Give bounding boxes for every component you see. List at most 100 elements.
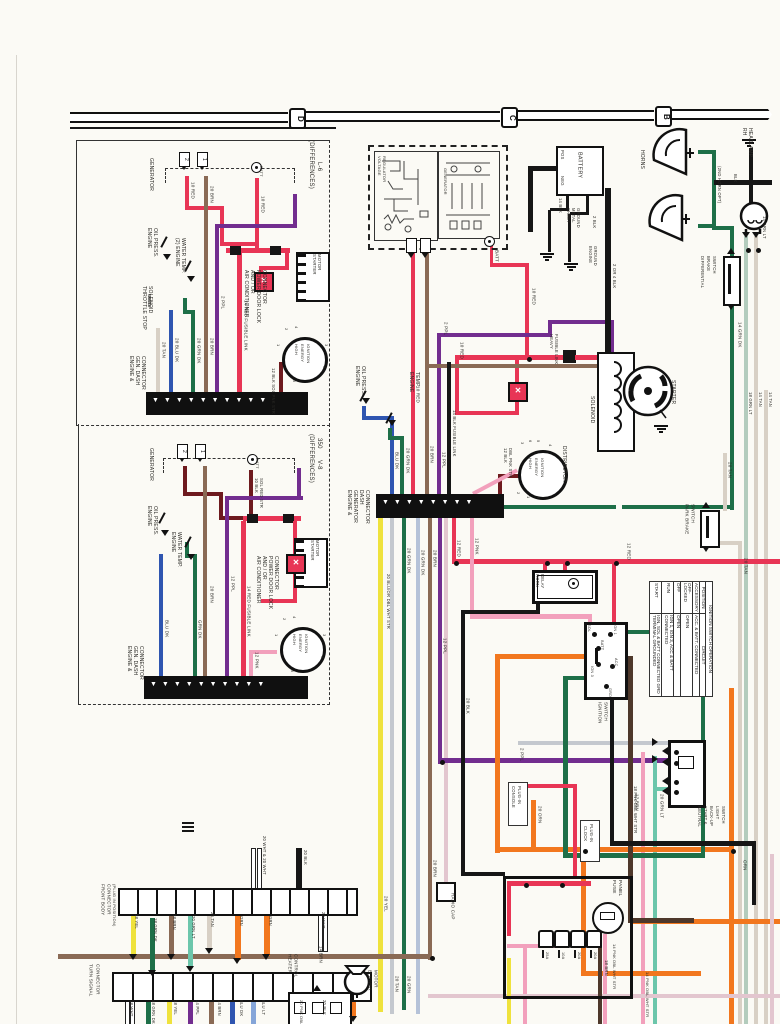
wire-gdk — [563, 676, 584, 680]
wire-blk — [270, 246, 281, 255]
regulator-schematic — [382, 160, 429, 233]
arrowhead-icon — [161, 530, 169, 536]
diagram-label: 20 TAN — [394, 976, 400, 993]
wire-red — [237, 253, 242, 394]
l6-dash-connector-bar: ▼▼▼▼▼▼▼▼▼▼ — [146, 392, 308, 415]
diagram-label: HIGH — [294, 344, 299, 355]
wire-brn — [58, 954, 432, 959]
wire-brn — [203, 466, 207, 680]
diagram-label: SWITCH — [603, 702, 609, 721]
solenoid-coil — [613, 361, 622, 433]
l6-dashed-bracket — [165, 168, 295, 183]
connector-pin: 2 — [179, 152, 190, 167]
arrowhead-icon — [148, 970, 156, 976]
diagram-label: 10 RED — [459, 342, 465, 359]
diagram-label: 3 — [324, 344, 329, 347]
diagram-label: ENERGY — [300, 344, 305, 363]
diagram-label: GENERATOR — [148, 448, 154, 482]
wire-ppl — [438, 514, 442, 764]
wire-red — [455, 355, 459, 415]
wire-ppl — [225, 496, 303, 500]
diagram-label: 5 — [292, 380, 297, 383]
wire-ppk — [770, 854, 774, 1024]
diagram-label: ENGINE — [408, 372, 414, 393]
headlamp-icon — [739, 201, 769, 234]
arrowhead-icon — [662, 758, 668, 766]
wire-dbr — [628, 918, 694, 923]
diagram-label: IGNITION — [306, 344, 311, 364]
diagram-label: 6 — [322, 366, 327, 369]
wire-red — [490, 245, 493, 267]
diagram-label: 2 PPL — [443, 322, 449, 336]
diagram-label: 14 TAN — [768, 392, 774, 408]
wire-red — [455, 411, 519, 415]
diagram-label: 14 RED FUSIBLE LINK — [246, 586, 252, 637]
diagram-label: PLUG-IN — [517, 786, 523, 805]
wire-gdk — [183, 310, 195, 314]
wire-wht — [251, 848, 256, 890]
wire-blk — [182, 822, 194, 824]
diagram-label: GROUND — [576, 208, 582, 228]
clock-receptacle-slot — [600, 912, 615, 920]
diagram-label: 12 PPL — [230, 576, 236, 592]
wire-glt — [744, 236, 748, 1024]
diagram-label: GENERATOR — [148, 158, 154, 192]
neutral-start-switch-inner — [678, 756, 694, 769]
ignition-table-title: IGNITION SWITCH OPERATION — [705, 581, 713, 697]
diagram-label: CONNECTOR — [273, 556, 279, 590]
diagram-label: SOLENOID — [147, 286, 153, 314]
arrowhead-icon — [662, 747, 668, 755]
diagram-label: L-6 — [316, 162, 322, 172]
diagram-label: RADIO CAP — [450, 893, 456, 920]
wire-brn — [204, 176, 208, 394]
wire-brn — [427, 364, 599, 368]
wire-orn — [264, 914, 270, 956]
wire-ppl — [215, 224, 219, 394]
wire-red — [518, 784, 575, 788]
wire-ppl — [438, 758, 668, 763]
wire-red — [185, 176, 189, 210]
wire-pnk — [470, 514, 474, 618]
wire-blk — [610, 692, 614, 843]
diagram-label: (2) ENGINE — [174, 238, 180, 267]
diagram-label: HIGH — [292, 634, 297, 645]
diagram-label: BATT — [255, 458, 260, 469]
arrowhead-icon — [742, 232, 750, 238]
wire-red — [575, 355, 599, 360]
diagram-label: GRN DK — [197, 620, 203, 639]
wire-blk — [749, 148, 753, 206]
wire-tea — [188, 916, 193, 968]
diagram-label: BACK-UP — [709, 806, 715, 827]
diagram-label: SHEET — [566, 208, 572, 223]
horn-relay-coil — [568, 578, 579, 589]
arrowhead-icon — [388, 420, 396, 426]
arrowhead-icon — [205, 948, 213, 954]
junction-dot — [596, 662, 601, 667]
zone-tab-b: B — [655, 106, 672, 127]
diagram-label: ENGINE — [146, 506, 152, 527]
diagram-label: 20 GRN DK — [420, 550, 426, 576]
wire-blu — [390, 416, 394, 497]
diagram-label: AIR CONDITIONER — [243, 270, 249, 318]
wire-brn — [425, 248, 429, 497]
wire-gdk — [193, 554, 197, 680]
wire-drd — [183, 466, 187, 496]
wire-blk — [568, 214, 571, 262]
wire-drd — [219, 492, 223, 520]
hei-circle-l6 — [282, 337, 328, 383]
diagram-label: BLK — [733, 174, 739, 183]
wire-tan — [754, 236, 758, 1024]
arrowhead-icon — [362, 398, 370, 404]
arrowhead-icon — [349, 1016, 357, 1022]
diagram-label: SOL RED STR — [259, 478, 265, 508]
diagram-label: 12 RED — [626, 543, 632, 560]
ignition-switch-box — [584, 622, 628, 700]
diagram-label: 20 BLU/OR DBL WHT STR — [386, 574, 392, 629]
heater-control-terminal — [330, 1002, 342, 1014]
junction-dot — [545, 561, 550, 566]
wire-gry — [518, 741, 668, 745]
diagram-label: 20 BRN — [209, 338, 215, 355]
wire-yel — [167, 1000, 172, 1024]
